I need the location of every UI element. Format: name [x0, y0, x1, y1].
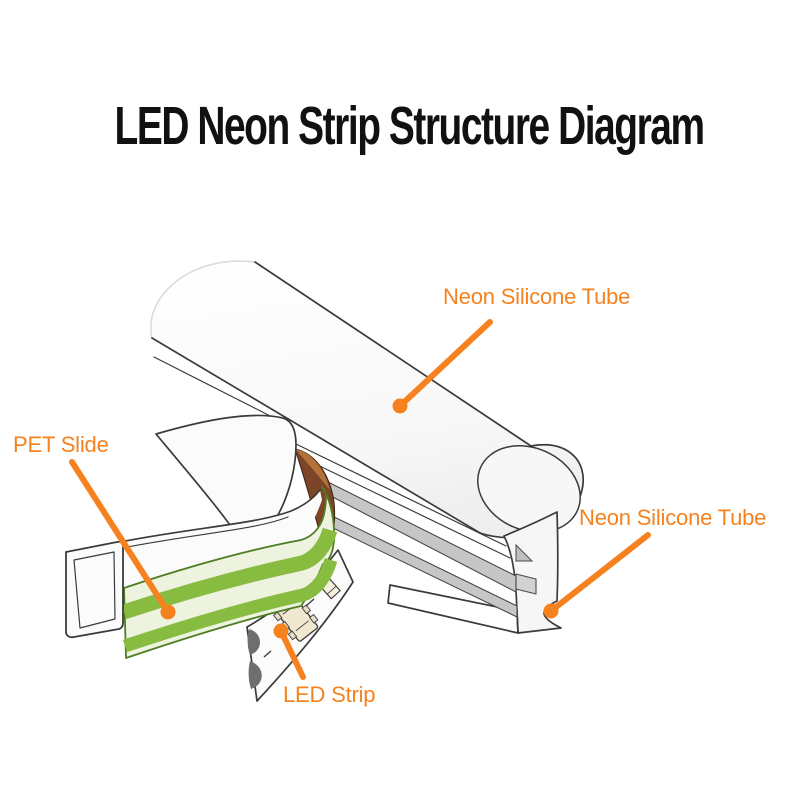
tube-end-face [477, 445, 581, 533]
pet-green-stripe-1 [121, 527, 338, 620]
cover-band-thickness-edge [121, 516, 289, 549]
cover-band-top-surface [155, 414, 297, 552]
tube-lower-edge [151, 337, 481, 534]
label-neon-silicone-tube-top: Neon Silicone Tube [443, 284, 631, 309]
leader-dot-tube-right [543, 603, 559, 619]
silicone-cover-band [119, 414, 322, 588]
channel-line-2 [300, 456, 511, 559]
leader-dot-tube-top [392, 398, 408, 414]
groove-mouth-step [515, 573, 537, 595]
base-underside [387, 584, 519, 634]
end-block-inner [73, 551, 116, 629]
led-solder-pad [247, 629, 261, 655]
tube-fill [150, 261, 584, 538]
groove-mouth-notch [515, 543, 534, 562]
leader-tube-right [548, 532, 651, 614]
label-led-strip: LED Strip [283, 682, 376, 707]
pet-slide-band [121, 486, 338, 659]
label-neon-silicone-tube-right: Neon Silicone Tube [579, 505, 767, 530]
leader-lines [69, 319, 651, 680]
tube-top-edge [254, 261, 532, 447]
leader-pet-slide [69, 459, 171, 615]
leader-tube-top [397, 319, 493, 409]
neon-silicone-tube-body [150, 260, 585, 539]
channel-line-upper [153, 356, 289, 426]
channel-end-block [65, 540, 124, 639]
led-solder-pad [248, 661, 262, 689]
label-pet-slide: PET Slide [13, 432, 109, 457]
channel-grooves [153, 356, 537, 618]
leader-led-strip [278, 628, 306, 680]
leader-dot-led-strip [273, 623, 289, 639]
channel-line-1 [295, 443, 507, 547]
page-title: LED Neon Strip Structure Diagram [114, 96, 706, 156]
base-front-face [503, 511, 562, 634]
pet-green-stripe-2 [122, 557, 338, 653]
pet-band-base [123, 486, 335, 659]
pcb-trace-dashes [263, 598, 315, 658]
leader-dot-pet-slide [160, 604, 176, 620]
tube-left-cap-edge [150, 260, 256, 339]
cover-band-front-top-edge [119, 489, 321, 543]
tube-cross-section-base [387, 511, 562, 634]
cover-band-front-face [120, 490, 322, 588]
